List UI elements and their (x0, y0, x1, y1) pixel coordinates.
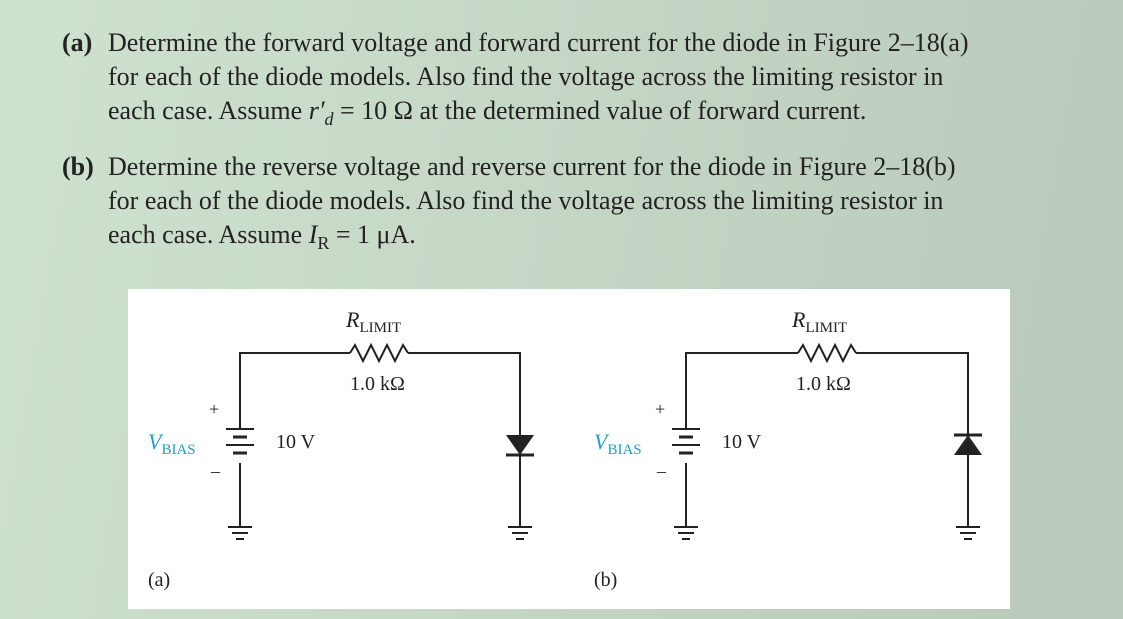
problem-b-line-1: Determine the reverse voltage and revers… (108, 152, 956, 181)
circuit-b-ground-right (956, 526, 980, 540)
circuit-a-source-label: VBIAS (148, 429, 196, 458)
circuit-a-resistor-symbol: R (346, 307, 360, 332)
problem-a-line-2: for each of the diode models. Also find … (108, 62, 944, 91)
circuit-b-resistor-subscript: LIMIT (805, 320, 848, 336)
circuit-b-battery (672, 421, 700, 455)
circuit-b-plus-sign: + (655, 399, 666, 419)
problem-a-variable-subscript: d (324, 109, 334, 129)
circuit-a-source-subscript: BIAS (161, 442, 196, 458)
circuit-b-ground-left (674, 526, 698, 540)
circuit-a-top-wire-left (239, 352, 350, 421)
circuit-a-minus-sign: – (211, 461, 220, 481)
problem-b-variable: I (308, 220, 318, 249)
problem-a-line-3-post: = 10 Ω at the determined value of forwar… (333, 96, 867, 125)
circuit-b-resistor-label: RLIMIT (792, 307, 848, 336)
circuit-b-diode-triangle (954, 435, 982, 455)
circuit-b-source-subscript: BIAS (607, 442, 642, 458)
circuit-a-source-value: 10 V (276, 431, 316, 453)
circuit-a-diode-triangle (506, 435, 534, 455)
circuit-a-caption: (a) (148, 569, 171, 591)
problem-a-variable: r′ (308, 96, 325, 125)
circuit-b-minus-sign: – (657, 461, 666, 481)
problem-a-line-3: each case. Assume r′d = 10 Ω at the dete… (108, 94, 1112, 130)
circuit-b-resistor-value: 1.0 kΩ (796, 373, 851, 395)
problem-a: (a) Determine the forward voltage and fo… (62, 26, 1112, 130)
circuit-b-top-wire-right (856, 352, 969, 435)
circuit-a-ground-left (228, 526, 252, 540)
circuit-a-top-wire-right (408, 352, 521, 435)
problem-a-line-3-pre: each case. Assume (108, 96, 309, 125)
circuit-b-source-label: VBIAS (594, 429, 642, 458)
circuit-a-resistor-label: RLIMIT (346, 307, 402, 336)
circuit-schematic (226, 342, 982, 540)
problem-b: (b) Determine the reverse voltage and re… (62, 150, 1112, 254)
problem-b-tag: (b) (62, 152, 94, 181)
circuit-a-source-symbol: V (148, 429, 162, 454)
circuit-a-ground-right (508, 526, 532, 540)
circuit-a-wires (239, 352, 521, 527)
circuit-b-source-symbol: V (594, 429, 608, 454)
circuit-b-caption: (b) (594, 569, 618, 591)
circuit-a-resistor-subscript: LIMIT (359, 320, 402, 336)
circuit-b-wires (685, 352, 969, 527)
circuit-b-source-value: 10 V (722, 431, 762, 453)
problem-b-line-3-post: = 1 μA. (329, 220, 416, 249)
problem-b-variable-subscript: R (317, 233, 330, 253)
circuit-b-top-wire-left (685, 352, 798, 421)
circuit-a-plus-sign: + (209, 399, 220, 419)
circuit-b-resistor-symbol: R (792, 307, 806, 332)
circuit-b-resistor (797, 342, 857, 364)
circuit-a-resistor (349, 342, 409, 364)
problem-b-line-2: for each of the diode models. Also find … (108, 186, 944, 215)
problem-a-tag: (a) (62, 28, 93, 57)
circuit-figure: RLIMIT 1.0 kΩ VBIAS 10 V + – (a) RLIMIT … (128, 289, 1010, 609)
circuit-a-resistor-value: 1.0 kΩ (350, 373, 405, 395)
circuit-a-battery (226, 421, 254, 455)
problem-a-line-1: Determine the forward voltage and forwar… (108, 28, 969, 57)
problem-b-line-3: each case. Assume IR = 1 μA. (108, 218, 1112, 254)
problem-b-line-3-pre: each case. Assume (108, 220, 309, 249)
